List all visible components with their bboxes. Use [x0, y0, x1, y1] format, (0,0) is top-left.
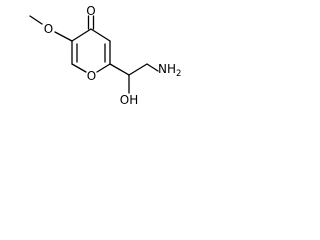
- bond-chiral-ch2: [128, 63, 148, 76]
- bond-c5-c4: [90, 28, 111, 42]
- bond-c2-ring-o: [71, 63, 87, 73]
- bond-ch2-nh2: [146, 63, 159, 72]
- structure-diagram: O O O OH NH 2: [29, 4, 181, 107]
- bond-c6-chiral: [109, 63, 130, 76]
- ring-oxygen-label: O: [87, 69, 96, 83]
- bond-c3-methoxy-o: [54, 31, 73, 42]
- bond-c4-c3: [71, 28, 92, 42]
- hydroxyl-label: OH: [120, 93, 138, 107]
- amine-subscript-label: 2: [176, 69, 181, 79]
- bond-ring-o-c6: [96, 63, 111, 73]
- methoxy-oxygen-label: O: [44, 22, 53, 36]
- ketone-oxygen-label: O: [86, 4, 95, 18]
- amine-label: NH: [158, 62, 176, 76]
- bond-methoxy-o-ch3: [29, 15, 43, 25]
